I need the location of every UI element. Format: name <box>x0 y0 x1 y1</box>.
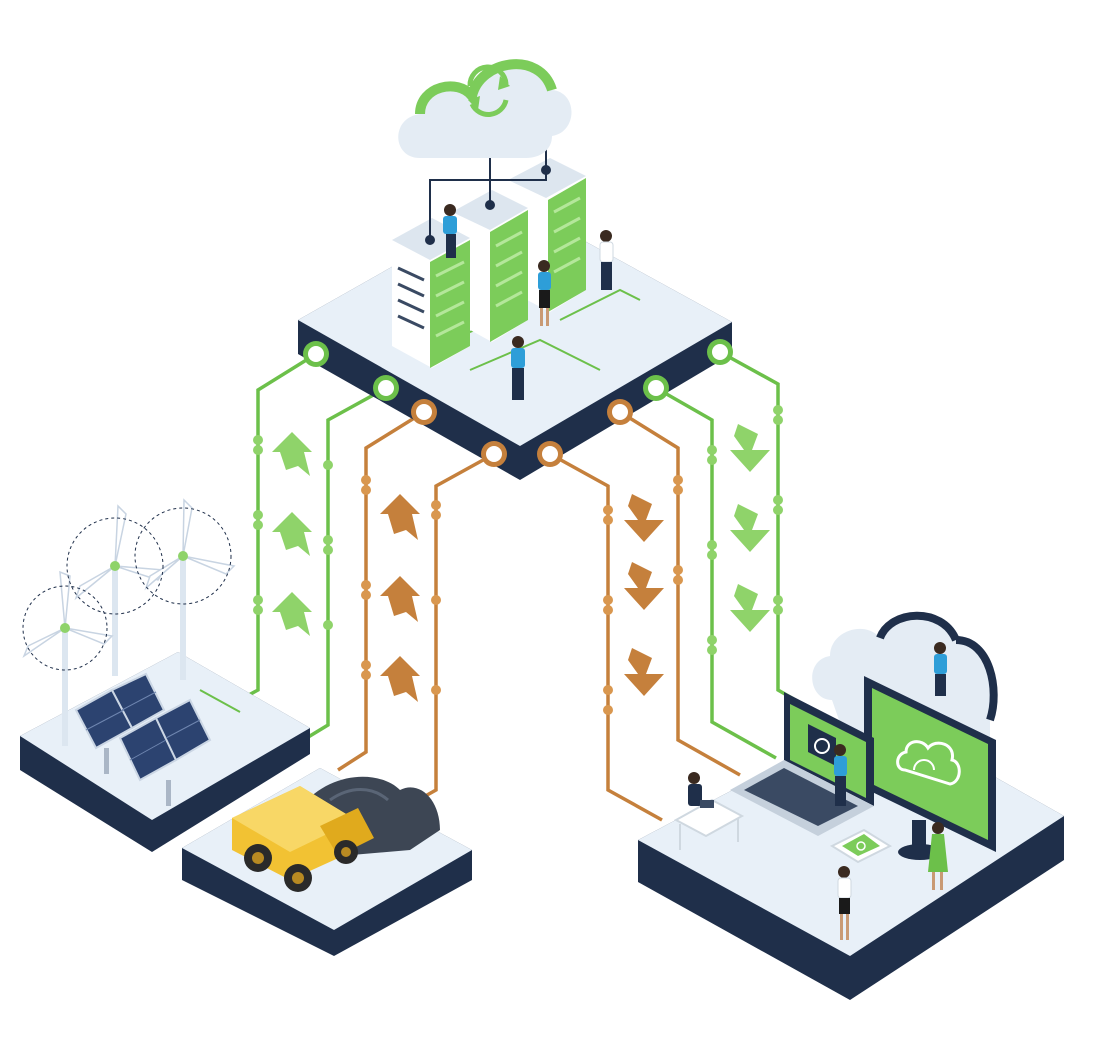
flow-arrows <box>272 424 770 702</box>
person-with-papers <box>837 866 852 940</box>
wind-turbine-icon <box>22 498 236 746</box>
tablet-icon <box>829 828 893 864</box>
cloud-sync-icon <box>398 59 572 158</box>
person-on-cloud <box>934 642 947 696</box>
monitor-icon <box>864 676 996 860</box>
person-with-tablet <box>599 230 614 290</box>
copper-cable-right-outer <box>619 410 741 777</box>
arrow-up-icon <box>272 432 312 636</box>
solar-panel-icon <box>74 672 212 806</box>
data-center-people <box>443 204 614 400</box>
cable-beads <box>253 405 783 715</box>
copper-cable-left-inner <box>403 452 495 810</box>
desk-worker <box>673 772 745 850</box>
person-in-green-dress <box>928 822 948 890</box>
person-on-laptop <box>834 744 847 806</box>
platform-ports <box>303 339 733 467</box>
arrow-down-icon <box>624 494 664 696</box>
person-with-laptop <box>443 204 457 258</box>
laptop-icon <box>730 692 874 836</box>
copper-cable-right-inner <box>549 452 663 822</box>
server-rack-icon <box>392 158 586 368</box>
arrow-down-icon <box>730 424 770 632</box>
person-standing <box>538 260 551 326</box>
arrow-up-icon <box>380 494 420 702</box>
green-cable-left-inner <box>299 386 387 744</box>
dump-truck-icon <box>232 786 374 892</box>
green-cable-right-inner <box>655 386 777 760</box>
person-front <box>511 336 525 400</box>
cables <box>235 350 831 822</box>
consumer-people <box>834 642 948 940</box>
